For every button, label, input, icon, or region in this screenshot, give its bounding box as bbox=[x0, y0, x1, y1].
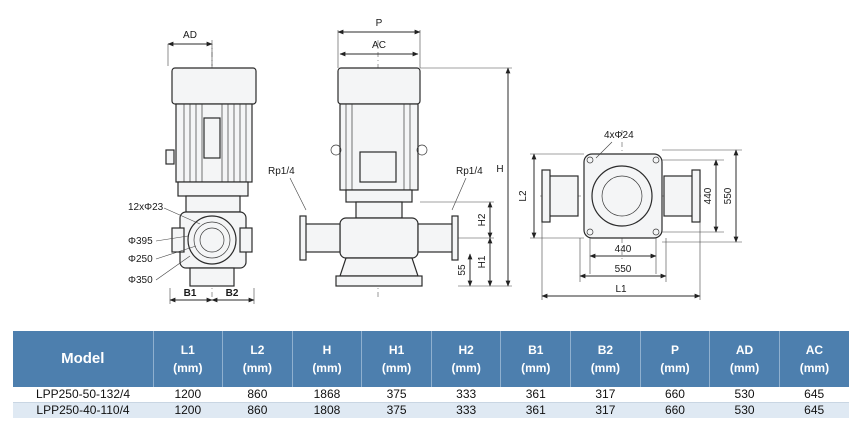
cell-l2: 860 bbox=[222, 387, 293, 403]
cell-p: 660 bbox=[640, 387, 710, 403]
dim-550-horizontal: 550 bbox=[615, 264, 632, 275]
cell-ac: 645 bbox=[779, 387, 849, 403]
cell-ad: 530 bbox=[709, 402, 780, 418]
dim-440-horizontal: 440 bbox=[615, 244, 632, 255]
cell-b2: 317 bbox=[570, 387, 641, 403]
cell-h: 1808 bbox=[292, 402, 362, 418]
dim-l1-label: L1 bbox=[615, 284, 627, 295]
header-p: P(mm) bbox=[640, 331, 711, 387]
spec-table-header: Model L1(mm) L2(mm) H(mm) H1(mm) H2(mm) … bbox=[13, 331, 849, 387]
dim-ac-label: AC bbox=[372, 40, 386, 51]
dim-440-vertical: 440 bbox=[703, 187, 714, 204]
cell-b1: 361 bbox=[500, 387, 571, 403]
cell-b1: 361 bbox=[500, 402, 571, 418]
dim-h2-label: H2 bbox=[477, 213, 488, 226]
port-right-label: Rp1/4 bbox=[456, 166, 483, 177]
spec-table: Model L1(mm) L2(mm) H(mm) H1(mm) H2(mm) … bbox=[13, 331, 849, 418]
cell-h1: 375 bbox=[361, 402, 432, 418]
dim-h1-label: H1 bbox=[477, 255, 488, 268]
dim-550-vertical: 550 bbox=[723, 187, 734, 204]
diameter-350-label: Φ350 bbox=[128, 275, 153, 286]
cell-h: 1868 bbox=[292, 387, 362, 403]
header-h2: H2(mm) bbox=[431, 331, 502, 387]
header-h: H(mm) bbox=[292, 331, 363, 387]
cell-l1: 1200 bbox=[153, 387, 223, 403]
cell-model: LPP250-40-110/4 bbox=[13, 402, 153, 418]
cell-b2: 317 bbox=[570, 402, 641, 418]
cell-h1: 375 bbox=[361, 387, 432, 403]
header-model: Model bbox=[13, 331, 154, 387]
front-view: P AC Rp1/4 Rp1/4 H bbox=[268, 18, 512, 300]
header-l2: L2(mm) bbox=[222, 331, 293, 387]
dim-b2-label: B2 bbox=[226, 288, 239, 299]
dim-h-label: H bbox=[496, 164, 503, 175]
holes-label: 4xΦ24 bbox=[604, 130, 634, 141]
diameter-250-label: Φ250 bbox=[128, 254, 153, 265]
cell-h2: 333 bbox=[431, 402, 501, 418]
cell-ad: 530 bbox=[709, 387, 780, 403]
cell-model: LPP250-50-132/4 bbox=[13, 387, 153, 403]
diameter-395-label: Φ395 bbox=[128, 236, 153, 247]
dim-p-label: P bbox=[376, 18, 383, 29]
table-row: LPP250-40-110/4 1200 860 1808 375 333 36… bbox=[13, 402, 849, 418]
technical-drawing: AD 12xΦ23 Φ395 Φ250 Φ350 bbox=[128, 18, 742, 304]
cell-h2: 333 bbox=[431, 387, 501, 403]
cell-p: 660 bbox=[640, 402, 710, 418]
header-ad: AD(mm) bbox=[709, 331, 780, 387]
dim-ad-label: AD bbox=[183, 30, 197, 41]
header-b2: B2(mm) bbox=[570, 331, 641, 387]
port-left-label: Rp1/4 bbox=[268, 166, 295, 177]
dim-l2-label: L2 bbox=[518, 190, 529, 202]
dim-55-label: 55 bbox=[457, 264, 468, 276]
header-h1: H1(mm) bbox=[361, 331, 432, 387]
table-row: LPP250-50-132/4 1200 860 1868 375 333 36… bbox=[13, 387, 849, 403]
header-ac: AC(mm) bbox=[779, 331, 849, 387]
cell-ac: 645 bbox=[779, 402, 849, 418]
header-b1: B1(mm) bbox=[500, 331, 572, 387]
plan-view: 4xΦ24 L2 440 550 440 550 L1 bbox=[518, 130, 742, 300]
header-l1: L1(mm) bbox=[153, 331, 224, 387]
cell-l2: 860 bbox=[222, 402, 293, 418]
cell-l1: 1200 bbox=[153, 402, 223, 418]
side-view: AD 12xΦ23 Φ395 Φ250 Φ350 bbox=[128, 30, 257, 304]
bolts-label: 12xΦ23 bbox=[128, 202, 164, 213]
dim-b1-label: B1 bbox=[184, 288, 197, 299]
